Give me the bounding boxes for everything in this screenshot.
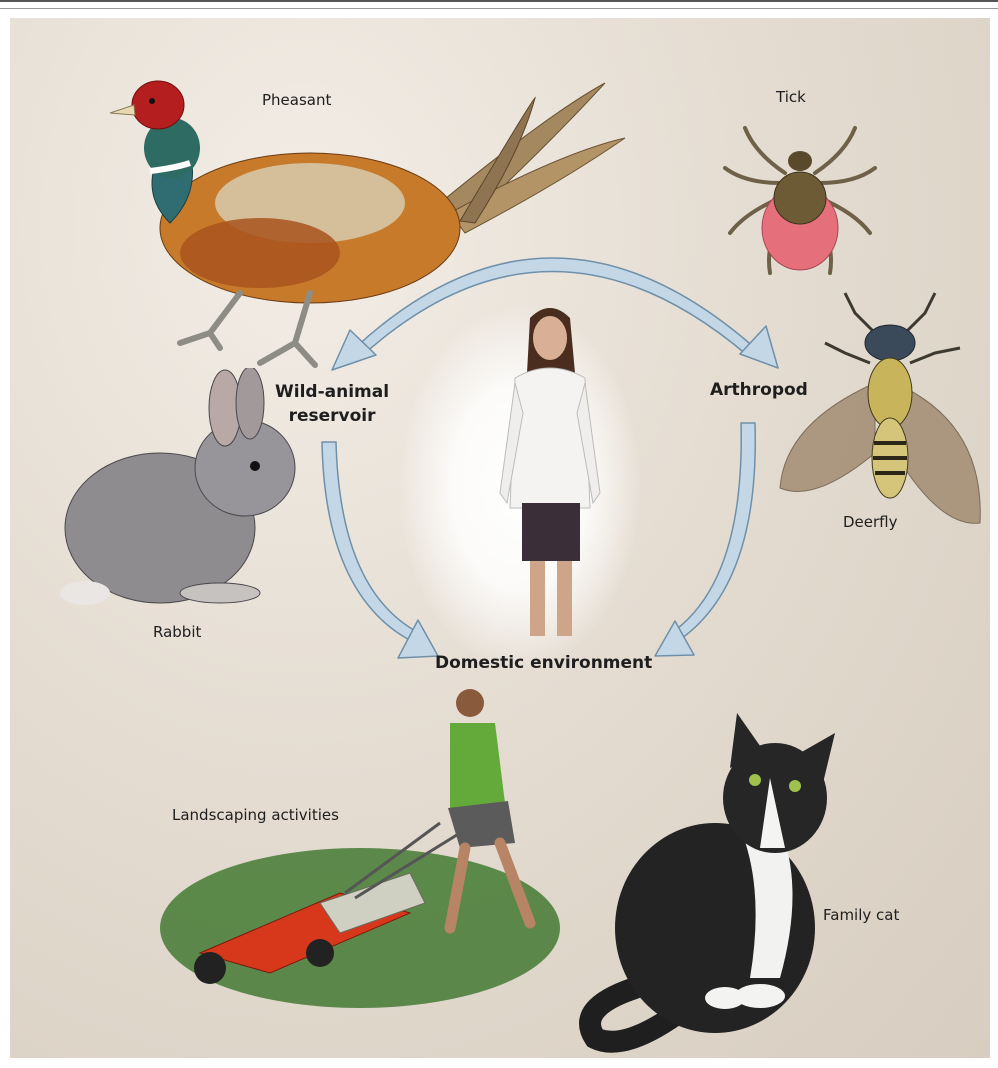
landscaping-illustration [160, 683, 565, 1023]
tick-illustration [715, 113, 885, 288]
label-pheasant: Pheasant [262, 91, 331, 109]
label-deerfly: Deerfly [843, 513, 898, 531]
label-wild-animal-reservoir: Wild-animal reservoir [275, 380, 389, 428]
left-arc-arrow [322, 442, 421, 643]
label-rabbit: Rabbit [153, 623, 201, 641]
label-tick: Tick [776, 88, 806, 106]
top-rule [0, 0, 998, 9]
rabbit-illustration [60, 368, 305, 618]
label-landscaping-activities: Landscaping activities [172, 806, 339, 824]
diagram-panel: Pheasant Tick Wild-animal reservoir Arth… [10, 18, 990, 1058]
label-arthropod: Arthropod [710, 380, 808, 400]
woman-illustration [485, 303, 615, 643]
right-arc-arrow [670, 423, 755, 643]
label-family-cat: Family cat [823, 906, 899, 924]
top-arc-right-head [740, 326, 778, 368]
label-domestic-environment: Domestic environment [435, 653, 652, 673]
cat-illustration [565, 708, 855, 1053]
